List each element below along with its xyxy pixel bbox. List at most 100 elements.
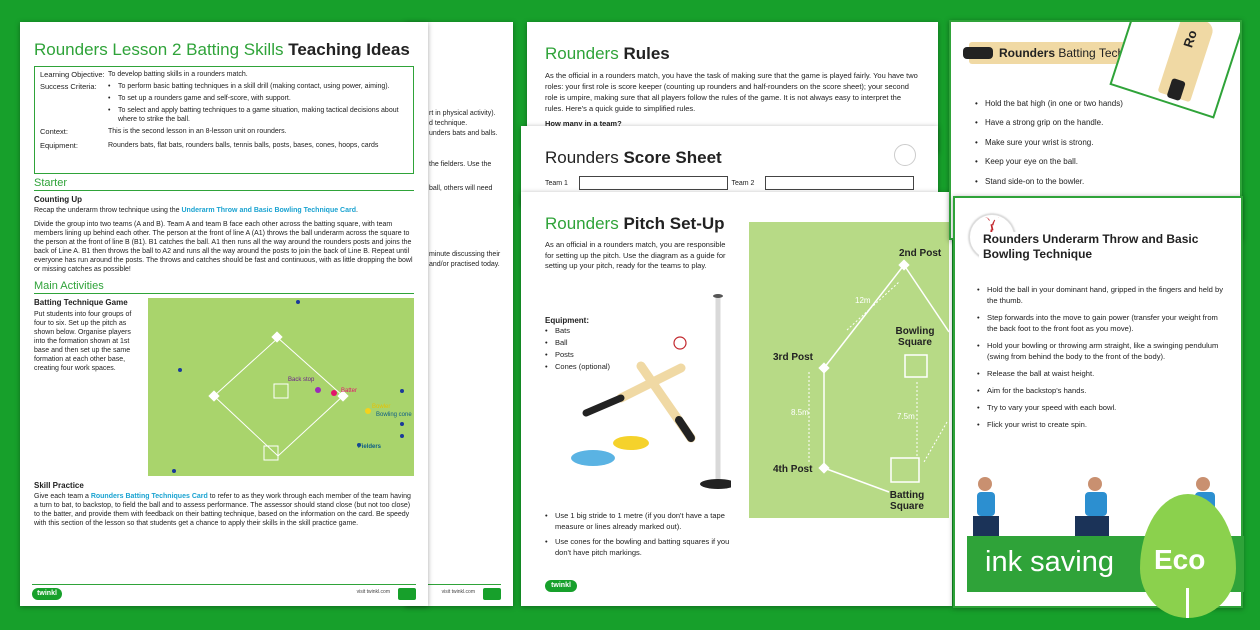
lesson-info-box: Learning Objective: To develop batting s…	[34, 66, 414, 174]
cone-icon	[571, 450, 615, 466]
info-row: Equipment: Rounders bats, flat bats, rou…	[40, 141, 408, 150]
title-bold-text: Score Sheet	[623, 148, 722, 167]
title-bold-text: Teaching Ideas	[288, 40, 410, 59]
list-item: Use 1 big stride to 1 metre (if you don'…	[545, 510, 735, 532]
equipment-list: Bats Ball Posts Cones (optional)	[545, 325, 610, 373]
batting-techniques-card-link[interactable]: Rounders Batting Techniques Card	[90, 493, 208, 500]
batting-game-body: Put students into four groups of four to…	[34, 311, 132, 372]
pitch-diagram-svg	[172, 300, 404, 473]
batting-game-text: Batting Technique Game Put students into…	[34, 298, 144, 476]
equipment-heading: Equipment:	[545, 316, 589, 325]
batting-square-shape	[890, 457, 920, 483]
badge-icon	[483, 588, 501, 600]
team2-field[interactable]	[765, 176, 914, 190]
eco-text: Eco	[1154, 544, 1206, 575]
sheet-lesson-teaching-ideas: Rounders Lesson 2 Batting Skills Teachin…	[20, 22, 428, 606]
twinkl-logo: twinkl	[32, 588, 62, 600]
post-top-icon	[713, 294, 723, 298]
title-text: Rounders	[545, 148, 619, 167]
page-curl: Ro	[1109, 22, 1240, 119]
sheet2-line: minute discussing their	[429, 251, 501, 258]
footer-url: visit twinkl.com	[441, 589, 475, 595]
counting-up-body: Divide the group into two teams (A and B…	[34, 221, 413, 273]
post4-label: 4th Post	[773, 464, 813, 475]
list-item: To select and apply batting techniques t…	[108, 106, 408, 124]
batting-square-label: Batting Square	[889, 490, 925, 512]
eco-leaf-icon: Eco	[1140, 494, 1236, 618]
list-item: Keep your eye on the ball.	[975, 152, 1123, 172]
list-item: Stand side-on to the bowler.	[975, 172, 1123, 192]
sheet2-line: rt in physical activity).	[429, 110, 496, 117]
batting-game-diagram: Back stop Batter Bowler Bowling cone Fie…	[148, 298, 414, 476]
list-item: Use cones for the bowling and batting sq…	[545, 536, 735, 558]
post-base-icon	[700, 479, 731, 489]
bowler-figure-icon	[1075, 477, 1109, 536]
underarm-throw-card-link[interactable]: Underarm Throw and Basic Bowling Techniq…	[181, 207, 357, 214]
counting-up-recap: Recap the underarm throw technique using…	[34, 206, 414, 215]
info-label: Success Criteria:	[40, 82, 97, 91]
distance-label: 8.5m	[791, 408, 809, 417]
batting-square	[263, 445, 279, 461]
ball-icon	[894, 144, 916, 166]
bat-handle-icon	[1166, 77, 1186, 102]
list-item: Hold the bat high (in one or two hands)	[975, 94, 1123, 114]
list-item: Posts	[545, 349, 610, 361]
title-bold-text: Rules	[623, 44, 670, 63]
title-bold-text: Rounders	[999, 46, 1056, 60]
batting-game-heading: Batting Technique Game	[34, 298, 128, 307]
info-label: Context:	[40, 127, 68, 136]
starter-heading: Starter	[34, 177, 414, 191]
measure-line	[923, 421, 948, 463]
team-row: Team 1 Team 2	[545, 176, 914, 190]
ink-saving-text: ink saving	[985, 546, 1114, 578]
twinkl-logo: twinkl	[545, 580, 577, 592]
text: .	[356, 207, 358, 214]
bowler-dot	[365, 408, 371, 414]
list-item: Try to vary your speed with each bowl.	[977, 402, 1225, 413]
text: to refer to as they work through each me…	[34, 493, 411, 527]
skill-practice-heading: Skill Practice	[34, 481, 84, 490]
list-item: Hold your bowling or throwing arm straig…	[977, 340, 1225, 362]
pitch-intro: As an official in a rounders match, you …	[545, 240, 726, 270]
batting-game-section: Batting Technique Game Put students into…	[34, 298, 414, 476]
equipment-illustration	[571, 294, 731, 489]
list-item: Step forwards into the move to gain powe…	[977, 312, 1225, 334]
title-text: Rounders Lesson 2 Batting Skills	[34, 40, 284, 59]
bowler-label: Bowler	[372, 404, 391, 410]
fielder-dot	[400, 434, 404, 438]
list-item: Make sure your wrist is strong.	[975, 133, 1123, 153]
pitch-line	[823, 264, 905, 369]
cone-icon	[613, 436, 649, 450]
text: Give each team a	[34, 493, 89, 500]
info-label: Learning Objective:	[40, 70, 105, 79]
team1-field[interactable]	[578, 176, 728, 190]
list-item: To perform basic batting techniques in a…	[108, 82, 408, 91]
fielder-dot	[172, 469, 176, 473]
backstop-dot	[315, 387, 321, 393]
info-row: Learning Objective: To develop batting s…	[40, 70, 408, 79]
backstop-label: Back stop	[288, 377, 315, 383]
team2-label: Team 2	[731, 179, 755, 187]
bowler-figure-icon	[973, 477, 999, 536]
score-title: Rounders Score Sheet	[545, 148, 914, 168]
post2-label: 2nd Post	[899, 248, 942, 259]
pitch-line	[823, 467, 890, 493]
leaf-stem	[1186, 588, 1189, 618]
bowling-card-list: Hold the ball in your dominant hand, gri…	[977, 284, 1225, 430]
fielder-dot	[178, 368, 182, 372]
info-label: Equipment:	[40, 141, 78, 150]
bat-handle-icon	[963, 47, 993, 59]
list-item: Release the ball at waist height.	[977, 368, 1225, 379]
pitch-diagram-svg	[808, 259, 949, 493]
diamond-lines	[213, 337, 344, 457]
page-title: Rounders Lesson 2 Batting Skills Teachin…	[34, 40, 414, 60]
batting-card-list: Hold the bat high (in one or two hands) …	[975, 94, 1123, 211]
list-item: Cones (optional)	[545, 361, 610, 373]
text: Recap the underarm throw technique using…	[34, 207, 180, 214]
info-value: This is the second lesson in an 8-lesson…	[108, 128, 287, 135]
batter-dot	[331, 390, 337, 396]
sheet2-line: the fielders. Use the	[429, 161, 492, 168]
title-bold-text: Pitch Set-Up	[623, 214, 725, 233]
title-text: Rounders	[545, 44, 619, 63]
bowling-square-shape	[904, 354, 928, 378]
